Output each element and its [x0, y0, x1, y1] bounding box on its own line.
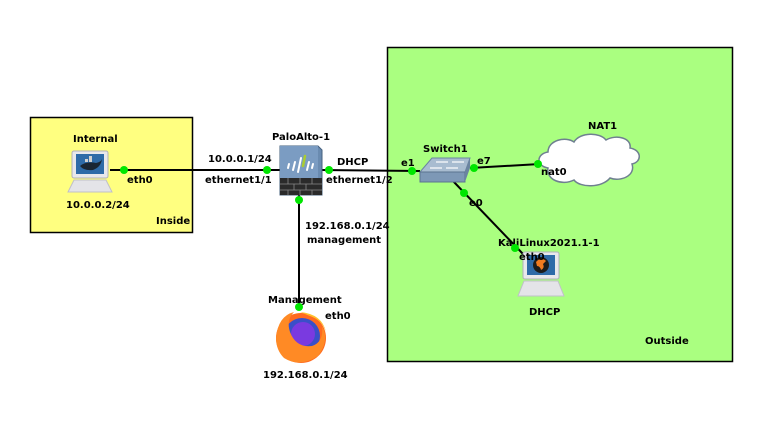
docker-laptop-icon[interactable] [67, 150, 113, 193]
link-dot-paloalto-eth1-1[interactable] [263, 166, 271, 174]
kali-iface-label: eth0 [519, 252, 545, 263]
internal-ip-label: 10.0.0.2/24 [66, 200, 130, 211]
paloalto-left-ip-label: 10.0.0.1/24 [208, 154, 272, 165]
nat-iface-label: nat0 [541, 167, 567, 178]
cloud-icon[interactable] [538, 133, 640, 187]
link-dot-switch-e1[interactable] [408, 167, 416, 175]
link-dot-paloalto-mgmt[interactable] [295, 196, 303, 204]
link-dot-internal-eth0[interactable] [120, 166, 128, 174]
switch-port-e7-label: e7 [477, 156, 491, 167]
link-dot-paloalto-eth1-2[interactable] [325, 166, 333, 174]
link-dot-kali-eth0[interactable] [511, 244, 519, 252]
inside-zone-label: Inside [156, 216, 190, 227]
paloalto-left-iface-label: ethernet1/1 [205, 175, 272, 186]
paloalto-mgmt-ip-label: 192.168.0.1/24 [305, 221, 390, 232]
switch-node-label: Switch1 [423, 144, 468, 155]
paloalto-mgmt-iface-label: management [307, 235, 381, 246]
paloalto-right-iface-label: ethernet1/2 [326, 175, 393, 186]
link-dot-switch-e7[interactable] [470, 164, 478, 172]
paloalto-right-ip-label: DHCP [337, 157, 368, 168]
switch-port-e1-label: e1 [401, 158, 415, 169]
link-paloalto-switch[interactable] [319, 169, 421, 172]
kali-ip-label: DHCP [529, 307, 560, 318]
internal-node-label: Internal [73, 134, 118, 145]
management-ip-label: 192.168.0.1/24 [263, 370, 348, 381]
outside-zone-label: Outside [645, 336, 689, 347]
inside-zone[interactable] [29, 116, 194, 234]
firewall-icon[interactable] [279, 145, 323, 196]
outside-zone[interactable] [386, 46, 734, 363]
firefox-icon[interactable] [276, 312, 326, 363]
kali-laptop-icon[interactable] [517, 251, 565, 297]
kali-node-label: KaliLinux2021.1-1 [498, 238, 600, 249]
internal-iface-label: eth0 [127, 175, 153, 186]
management-node-label: Management [268, 295, 342, 306]
paloalto-node-label: PaloAlto-1 [272, 132, 330, 143]
link-switch-nat[interactable] [469, 163, 541, 169]
link-dot-management-eth0[interactable] [295, 303, 303, 311]
switch-icon[interactable] [418, 157, 471, 183]
link-dot-switch-e0[interactable] [460, 189, 468, 197]
link-dot-nat0[interactable] [534, 160, 542, 168]
management-iface-label: eth0 [325, 311, 351, 322]
switch-port-e0-label: e0 [469, 198, 483, 209]
nat-node-label: NAT1 [588, 121, 617, 132]
